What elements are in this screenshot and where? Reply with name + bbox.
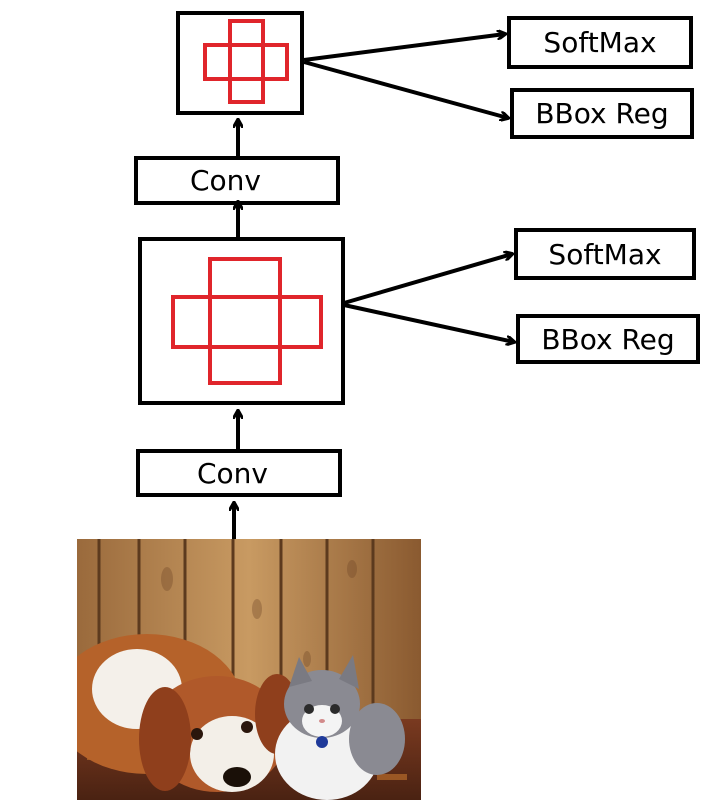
bbox-reg-head-top: BBox Reg — [510, 88, 694, 139]
arrow-top-to-softmax — [303, 34, 505, 62]
anchor-cross-bottom — [171, 257, 323, 385]
conv-block-bottom: Conv — [136, 449, 342, 497]
arrow-bottom-to-softmax — [343, 254, 512, 305]
arrow-bottom-to-bbox-reg — [343, 303, 514, 342]
conv-block-top-label: Conv — [190, 164, 261, 197]
softmax-head-top-label: SoftMax — [543, 26, 657, 59]
conv-block-top: Conv — [134, 156, 340, 205]
conv-block-bottom-label: Conv — [197, 456, 268, 490]
feature-map-top — [176, 11, 304, 115]
bbox-reg-head-bottom-label: BBox Reg — [541, 322, 675, 356]
arrow-top-to-bbox-reg — [303, 60, 508, 118]
softmax-head-bottom: SoftMax — [514, 228, 696, 280]
softmax-head-top: SoftMax — [507, 16, 693, 69]
photo-illustration — [77, 539, 421, 800]
anchor-cross-top — [203, 19, 289, 104]
dog-and-kitten-photo — [77, 539, 421, 800]
bbox-reg-head-top-label: BBox Reg — [535, 97, 669, 130]
bbox-reg-head-bottom: BBox Reg — [516, 314, 700, 364]
softmax-head-bottom-label: SoftMax — [548, 237, 662, 271]
